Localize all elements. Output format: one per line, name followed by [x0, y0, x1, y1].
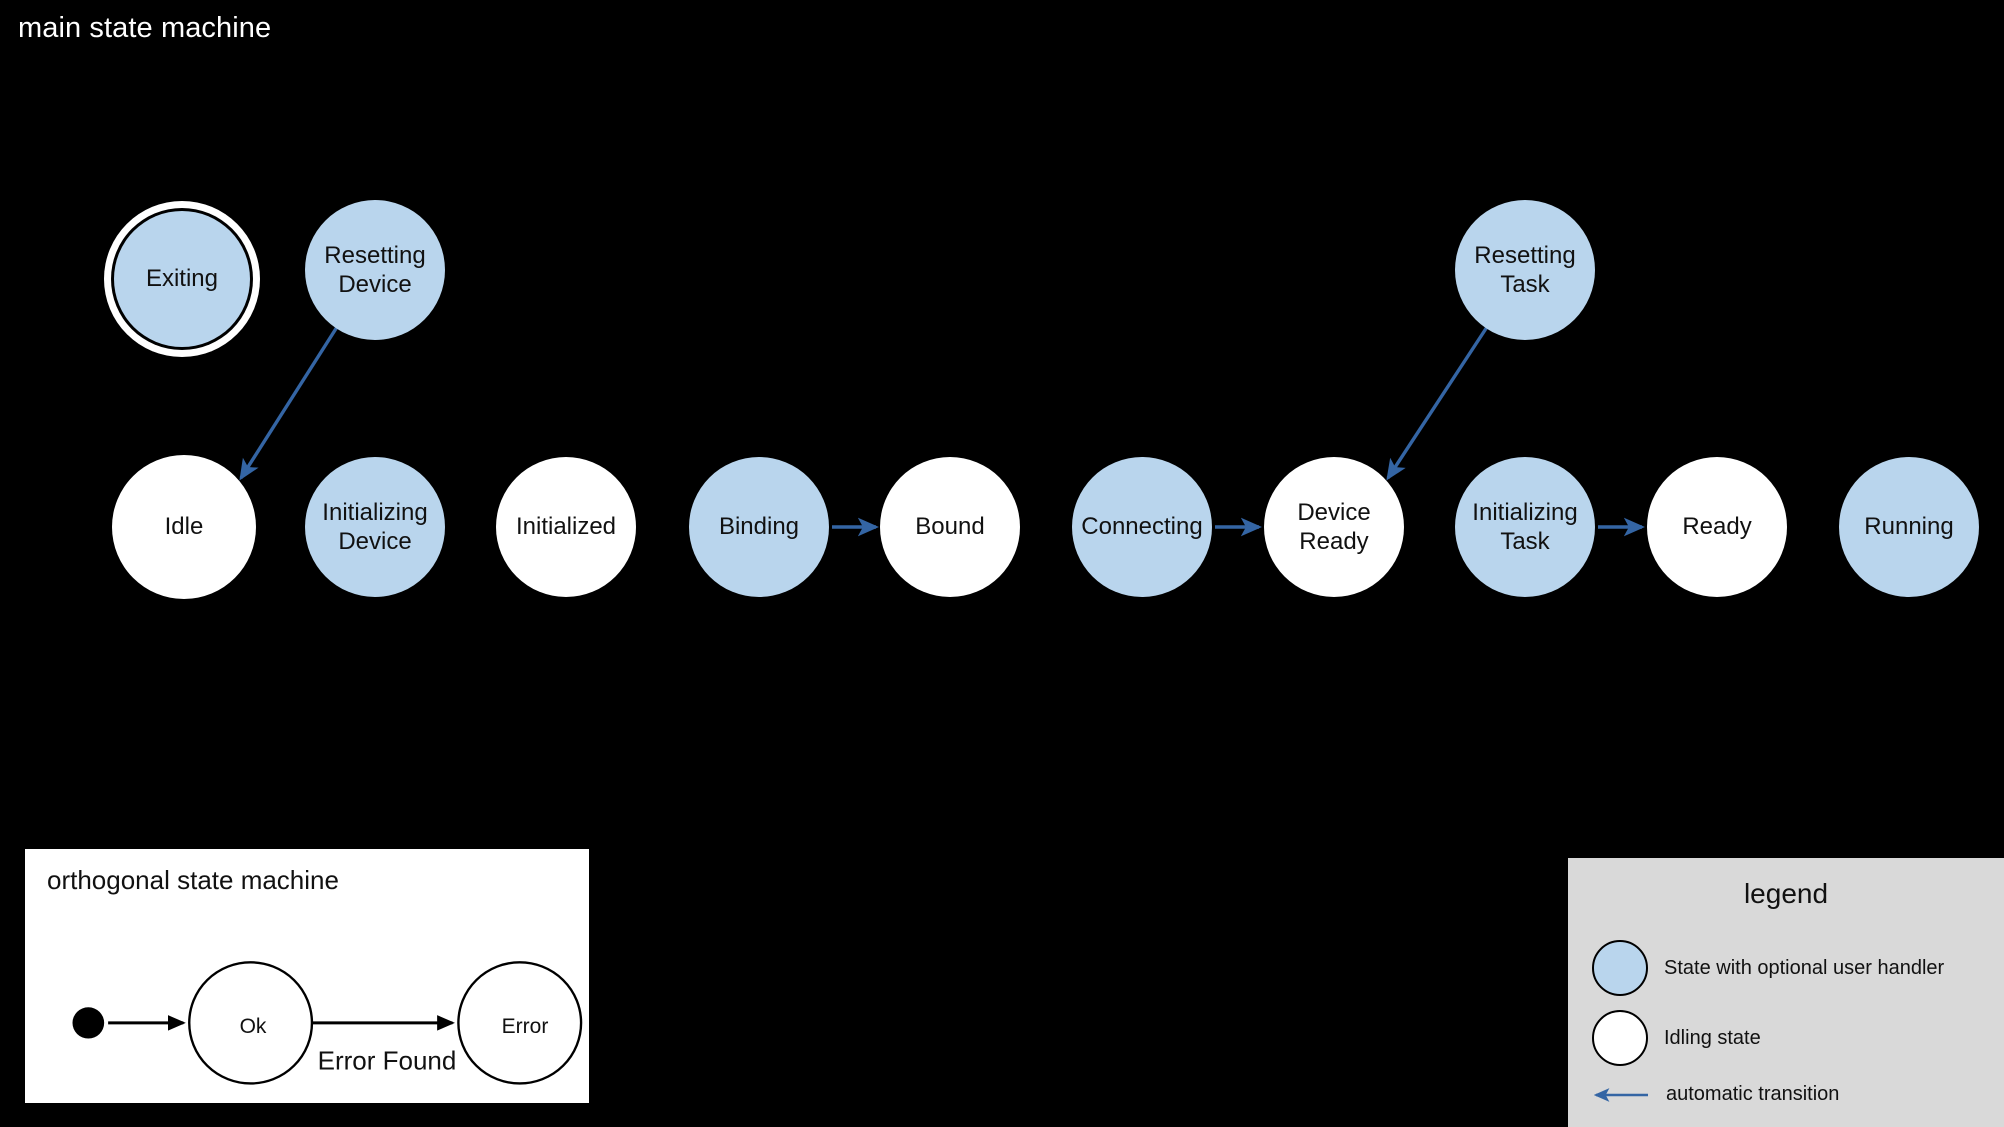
- state-label-initializing-device: Initializing Device: [322, 498, 428, 555]
- orthogonal-state-machine-panel: orthogonal state machine Ok Error Error …: [22, 846, 592, 1106]
- state-label-bound: Bound: [915, 513, 985, 541]
- state-label-running: Running: [1864, 513, 1954, 541]
- legend-title: legend: [1743, 878, 1829, 909]
- ortho-transition-label-error-found: Error Found: [317, 1045, 457, 1076]
- legend-label-automatic-transition: automatic transition: [1666, 1083, 1840, 1105]
- legend-label-handler-state: State with optional user handler: [1664, 956, 1945, 979]
- state-node-connecting[interactable]: Connecting: [1072, 457, 1212, 597]
- legend-item-automatic-transition: automatic transition: [1592, 1083, 1839, 1106]
- state-node-device-ready[interactable]: Device Ready: [1264, 457, 1404, 597]
- state-node-idle[interactable]: Idle: [112, 455, 256, 599]
- legend-item-handler-state: State with optional user handler: [1592, 940, 1944, 996]
- legend-panel: legend State with optional user handler …: [1568, 858, 2004, 1127]
- state-node-initializing-device[interactable]: Initializing Device: [305, 457, 445, 597]
- transition-resetting-device-to-idle[interactable]: [239, 326, 339, 481]
- state-node-resetting-task[interactable]: Resetting Task: [1455, 200, 1595, 340]
- state-label-initializing-task: Initializing Task: [1472, 498, 1578, 555]
- ortho-state-label-error: Error: [501, 1015, 549, 1038]
- state-node-initialized[interactable]: Initialized: [496, 457, 636, 597]
- state-label-exiting: Exiting: [145, 265, 219, 293]
- ortho-initial-state-icon: [72, 1007, 105, 1039]
- state-node-ready[interactable]: Ready: [1647, 457, 1787, 597]
- transition-resetting-task-to-device-ready[interactable]: [1386, 326, 1489, 481]
- legend-blue-circle-icon: [1592, 940, 1648, 996]
- legend-white-circle-icon: [1592, 1010, 1648, 1066]
- state-node-resetting-device[interactable]: Resetting Device: [305, 200, 445, 340]
- legend-label-idling-state: Idling state: [1664, 1026, 1761, 1049]
- state-node-bound[interactable]: Bound: [880, 457, 1020, 597]
- ortho-state-node-error[interactable]: [457, 961, 583, 1085]
- state-node-initializing-task[interactable]: Initializing Task: [1455, 457, 1595, 597]
- page-title: main state machine: [18, 12, 272, 44]
- state-label-resetting-task: Resetting Task: [1474, 241, 1576, 298]
- state-node-binding[interactable]: Binding: [689, 457, 829, 597]
- state-label-initialized: Initialized: [515, 513, 617, 541]
- state-label-connecting: Connecting: [1081, 513, 1203, 541]
- state-label-ready: Ready: [1682, 513, 1752, 541]
- state-label-device-ready: Device Ready: [1297, 498, 1371, 555]
- state-node-running[interactable]: Running: [1839, 457, 1979, 597]
- state-label-binding: Binding: [718, 513, 800, 541]
- orthogonal-transitions-layer: [72, 961, 583, 1085]
- exiting-ring-core: Exiting: [114, 211, 250, 347]
- legend-arrow-left-icon: [1592, 1085, 1648, 1105]
- ortho-state-label-ok: Ok: [239, 1015, 267, 1038]
- state-label-resetting-device: Resetting Device: [324, 241, 426, 298]
- state-node-exiting[interactable]: Exiting: [104, 201, 260, 357]
- legend-item-idling-state: Idling state: [1592, 1010, 1761, 1066]
- orthogonal-panel-title: orthogonal state machine: [47, 865, 339, 895]
- state-label-idle: Idle: [164, 513, 204, 541]
